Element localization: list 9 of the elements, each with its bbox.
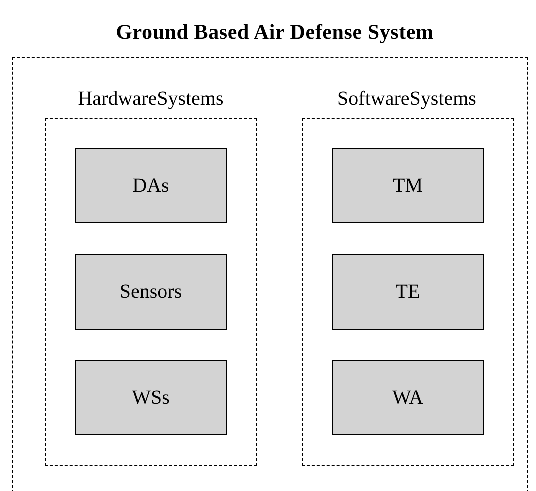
component-box: Sensors [75, 254, 227, 330]
group-heading: SoftwareSystems [336, 87, 478, 112]
component-box: WSs [75, 360, 227, 435]
component-box: TE [332, 254, 484, 330]
component-box: TM [332, 148, 484, 223]
component-box: DAs [75, 148, 227, 223]
group-heading: Ground Based Air Defense System [115, 19, 435, 46]
component-box: WA [332, 360, 484, 435]
group-heading: HardwareSystems [77, 87, 225, 112]
